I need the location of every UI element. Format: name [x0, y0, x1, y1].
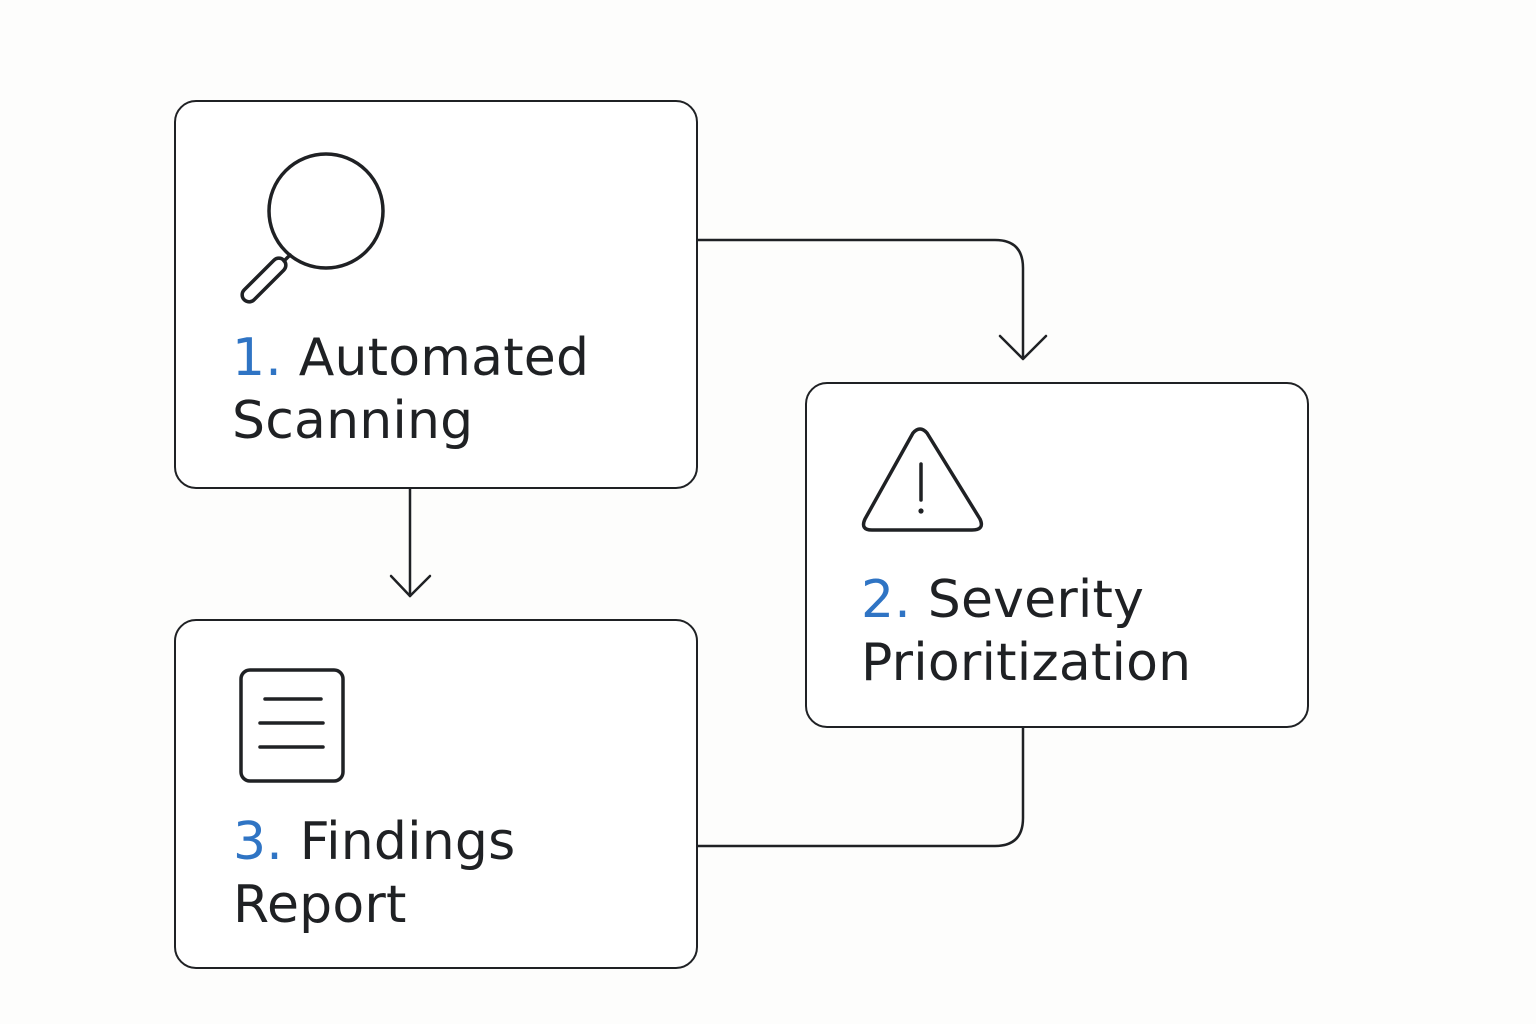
step-title-line-2: Report	[233, 875, 407, 935]
step-title: 2. Severity Prioritization	[861, 569, 1191, 695]
step-number: 3.	[233, 812, 284, 872]
step-number: 2.	[861, 570, 912, 630]
step-severity-prioritization: 2. Severity Prioritization	[805, 382, 1309, 728]
step-title-line-2: Prioritization	[861, 633, 1192, 693]
step-title-line-2: Scanning	[232, 391, 474, 451]
step-number: 1.	[232, 328, 283, 388]
warning-triangle-icon	[861, 427, 984, 532]
arrowhead-to-severity	[998, 334, 1048, 361]
step-title: 1. Automated Scanning	[232, 327, 589, 453]
step-title-text: Severity	[927, 570, 1145, 630]
connector-severity-to-report	[696, 726, 1025, 848]
arrowhead-to-report	[389, 574, 432, 598]
step-title-text: Automated	[298, 328, 590, 388]
step-title-text: Findings	[299, 812, 516, 872]
step-title: 3. Findings Report	[233, 811, 515, 937]
connector-scan-to-severity	[696, 238, 1025, 360]
step-title-line-1: 1. Automated	[232, 327, 589, 390]
step-title-line-1: 3. Findings	[233, 811, 515, 874]
step-findings-report: 3. Findings Report	[174, 619, 698, 969]
step-automated-scanning: 1. Automated Scanning	[174, 100, 698, 489]
document-icon	[239, 668, 345, 783]
magnifying-glass-icon	[240, 152, 385, 304]
step-title-line-1: 2. Severity	[861, 569, 1191, 632]
